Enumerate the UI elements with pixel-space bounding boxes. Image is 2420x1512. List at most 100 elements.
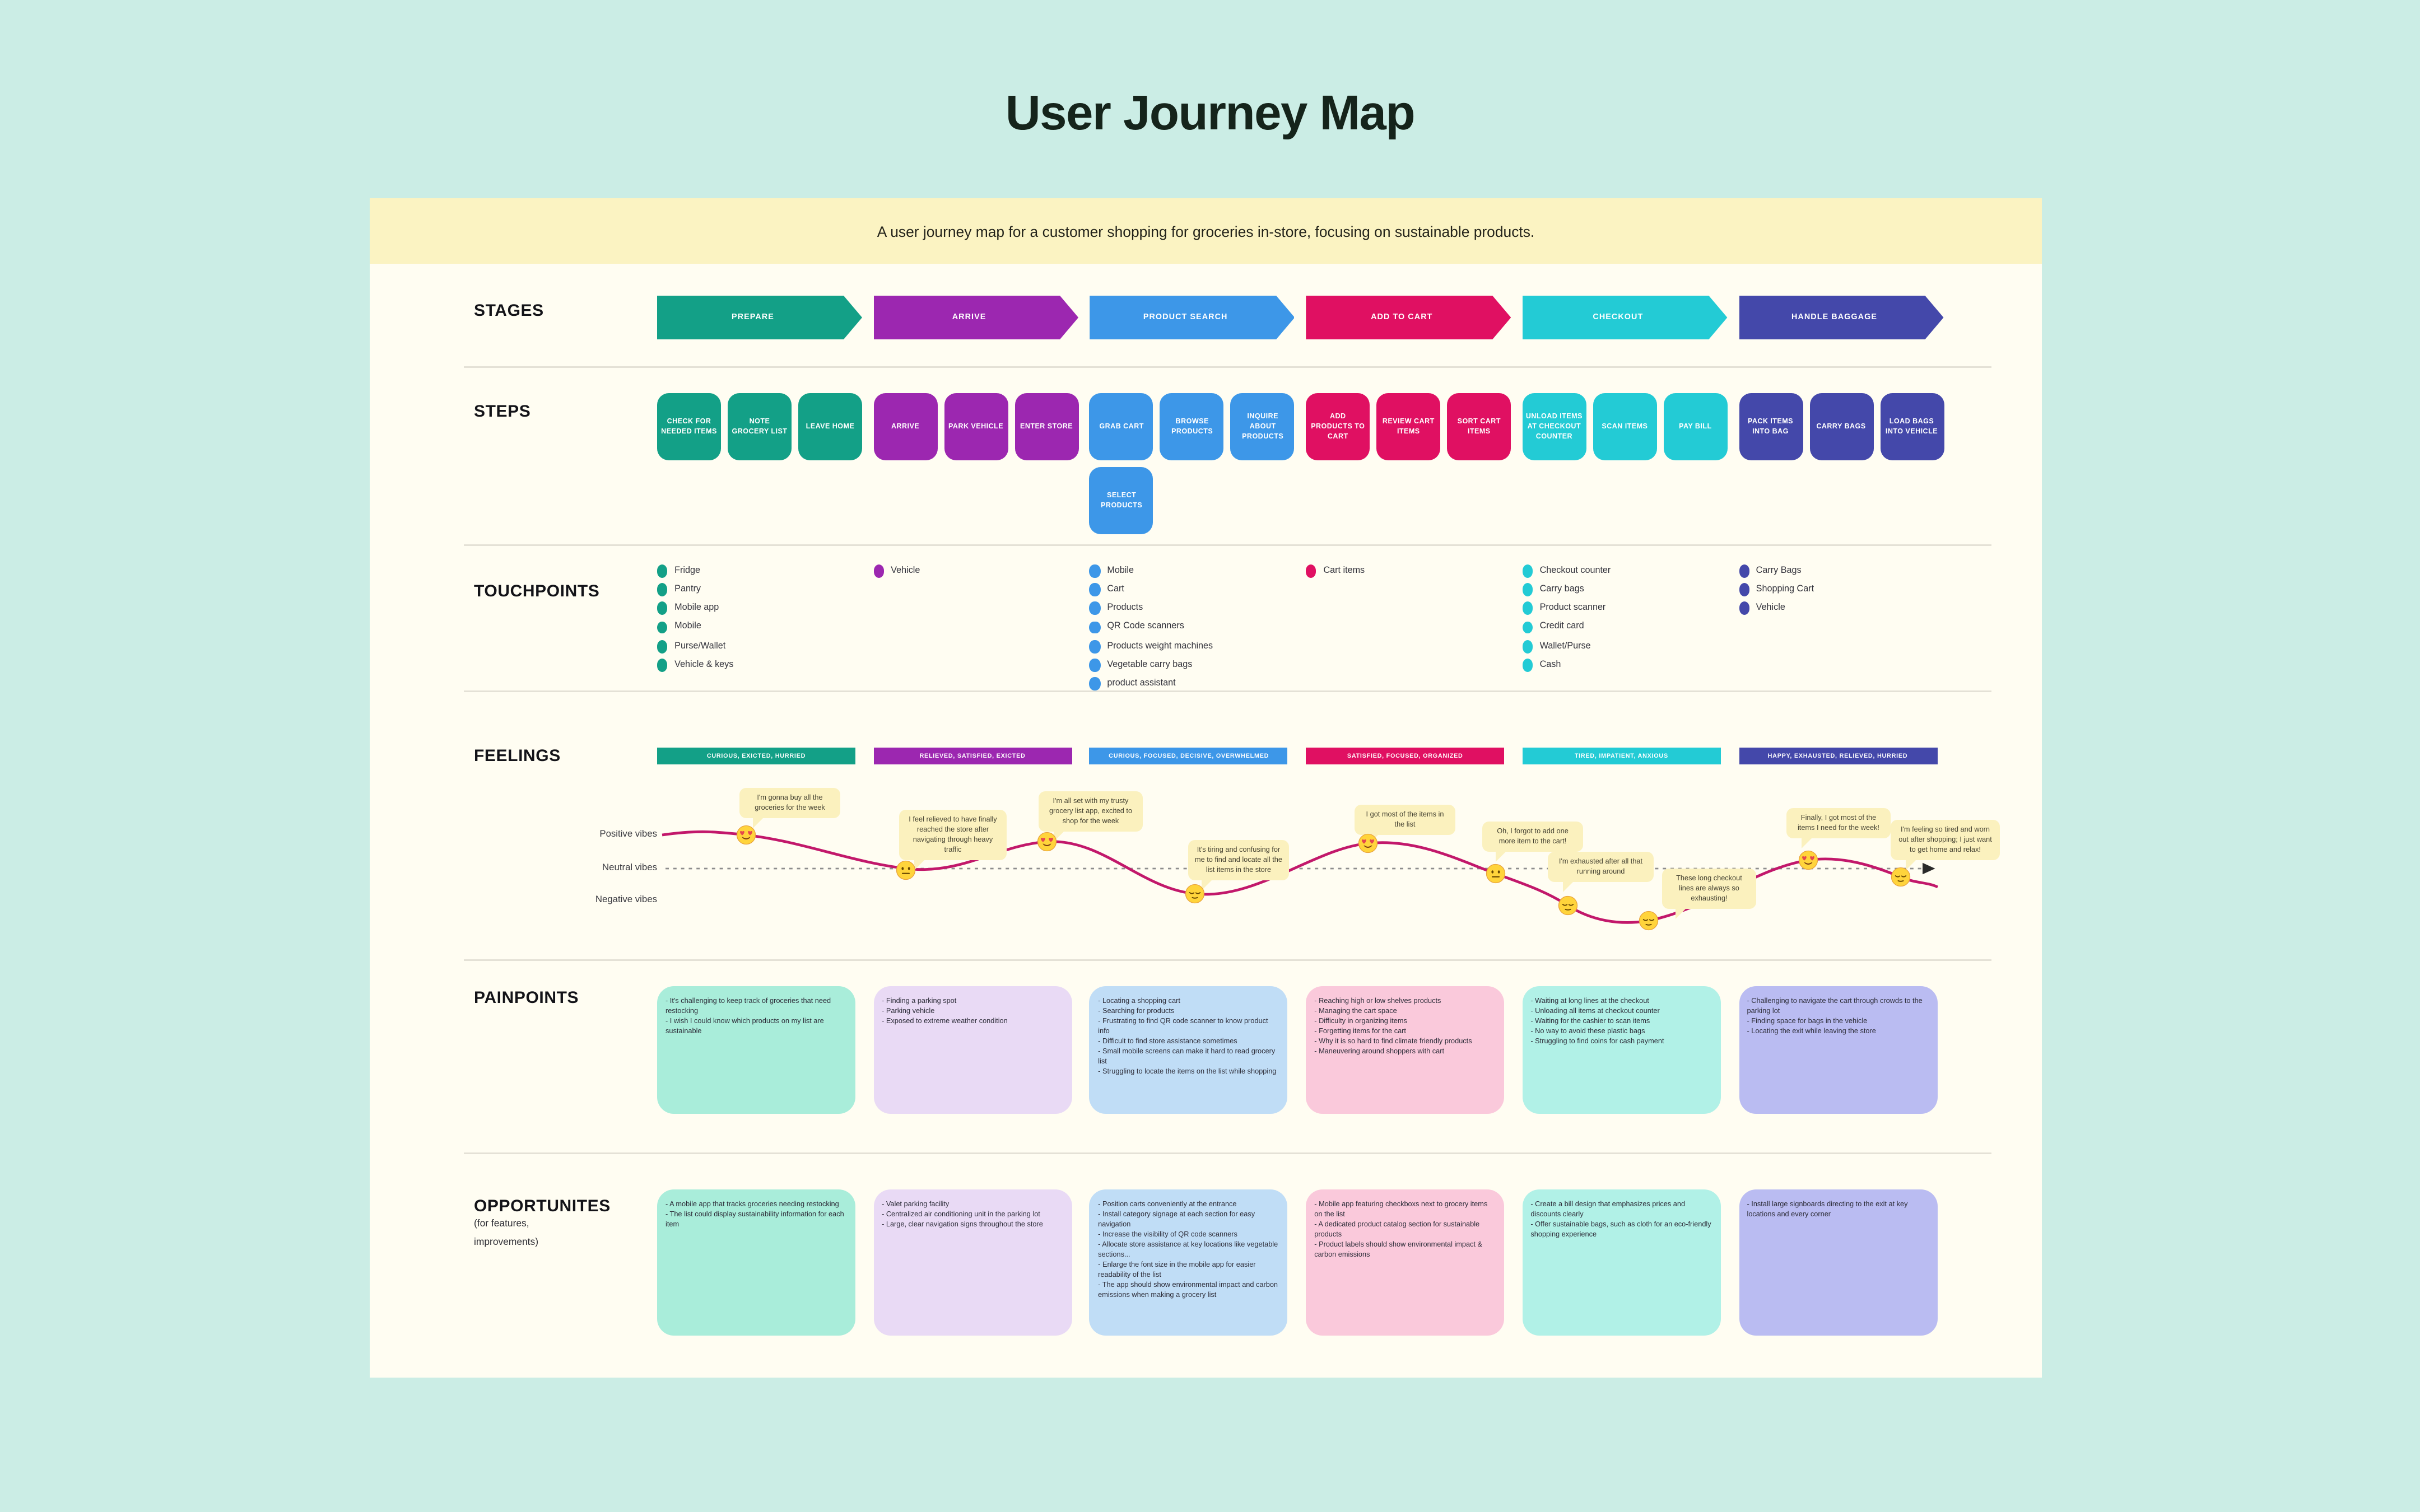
painpoint-item: - Parking vehicle [882,1006,935,1015]
touchpoint-dot-icon [657,583,668,596]
touchpoint-label: Products [1107,603,1143,614]
painpoint-item: - It's challenging to keep track of groc… [666,996,831,1015]
painpoint-box-handle-baggage: - Challenging to navigate the cart throu… [1738,986,1937,1114]
painpoint-item: - Finding space for bags in the vehicle [1747,1016,1868,1025]
step-card-scan-items: SCAN ITEMS [1593,393,1657,460]
opportunity-item: - Large, clear navigation signs througho… [882,1220,1043,1229]
touchpoint-item: Mobile [657,620,869,634]
opportunity-item: - A mobile app that tracks groceries nee… [666,1200,839,1208]
stage-arrow-arrive: ARRIVE [873,296,1078,339]
touchpoint-dot-icon [1522,640,1533,653]
row-label-touchpoints: TOUCHPOINTS [474,583,600,601]
painpoint-item: - Finding a parking spot [882,996,957,1005]
painpoint-item: - Challenging to navigate the cart throu… [1747,996,1923,1015]
touchpoint-item: Cart [1090,583,1301,596]
touchpoint-dot-icon [1090,602,1101,615]
opportunity-box-checkout: - Create a bill design that emphasizes p… [1522,1189,1721,1336]
heart-eyes-emoji-icon [736,825,756,845]
touchpoint-dot-icon [1522,602,1533,615]
touchpoint-dot-icon [1738,602,1749,615]
feeling-bar-add-to-cart: SATISFIED, FOCUSED, ORGANIZED [1306,748,1505,764]
step-card-inquire-about-products: INQUIRE ABOUT PRODUCTS [1231,393,1295,460]
touchpoint-label: Credit card [1539,622,1584,633]
feeling-note: I'm exhausted after all that running aro… [1548,852,1654,892]
touchpoint-label: Vehicle [1756,603,1785,614]
row-label-opportunities-sub1: (for features, [474,1220,529,1230]
step-card-load-bags-into-vehicle: LOAD BAGS INTO VEHICLE [1879,393,1944,460]
feeling-bar-handle-baggage: HAPPY, EXHAUSTED, RELIEVED, HURRIED [1738,748,1937,764]
touchpoint-dot-icon [657,658,668,672]
touchpoint-dot-icon [1522,564,1533,578]
touchpoint-label: Cart items [1323,566,1365,576]
painpoint-item: - Managing the cart space [1314,1006,1397,1015]
touchpoint-label: Vegetable carry bags [1107,660,1193,670]
neutral-emoji-icon [1486,864,1506,884]
heart-eyes-emoji-icon [1798,850,1818,870]
step-card-browse-products: BROWSE PRODUCTS [1160,393,1225,460]
touchpoint-dot-icon [657,564,668,578]
row-label-stages: STAGES [474,302,544,321]
feeling-note: I feel relieved to have finally reached … [899,810,1007,870]
touchpoint-dot-icon [1522,583,1533,596]
feeling-note: I'm gonna buy all the groceries for the … [739,788,840,828]
painpoint-item: - I wish I could know which products on … [666,1016,824,1035]
opportunity-item: - A dedicated product catalog section fo… [1314,1220,1480,1239]
touchpoint-item: Fridge [657,564,869,578]
touchpoint-label: Product scanner [1539,603,1606,614]
painpoint-item: - Unloading all items at checkout counte… [1530,1006,1660,1015]
step-card-sort-cart-items: SORT CART ITEMS [1447,393,1511,460]
pensive-emoji-icon [1558,895,1578,916]
opportunity-item: - Increase the visibility of QR code sca… [1098,1230,1237,1239]
vibe-label-positive: Positive vibes [599,830,657,840]
stage-arrow-prepare: PREPARE [657,296,862,339]
feeling-note: Oh, I forgot to add one more item to the… [1482,822,1583,862]
touchpoint-item: Product scanner [1522,602,1734,615]
touchpoint-dot-icon [1090,677,1101,690]
opportunity-item: - The app should show environmental impa… [1098,1280,1278,1299]
painpoint-item: - Struggling to find coins for cash paym… [1530,1037,1664,1046]
step-card-note-grocery-list: NOTE GROCERY LIST [728,393,792,460]
opportunity-item: - The list could display sustainability … [666,1210,844,1229]
painpoint-item: - Searching for products [1098,1006,1175,1015]
step-card-park-vehicle: PARK VEHICLE [944,393,1008,460]
touchpoint-label: QR Code scanners [1107,622,1184,633]
touchpoint-item: Products weight machines [1090,640,1301,653]
painpoint-item: - Waiting for the cashier to scan items [1530,1016,1650,1025]
painpoint-item: - Exposed to extreme weather condition [882,1016,1008,1025]
opportunity-item: - Create a bill design that emphasizes p… [1530,1200,1686,1219]
curve-arrowhead-icon [1923,862,1935,875]
row-label-painpoints: PAINPOINTS [474,990,579,1008]
opportunity-item: - Valet parking facility [882,1200,950,1208]
touchpoint-label: Cart [1107,585,1124,595]
step-card-carry-bags: CARRY BAGS [1809,393,1873,460]
touchpoint-label: Carry bags [1539,585,1584,595]
touchpoint-label: Vehicle [891,566,920,576]
feeling-note: These long checkout lines are always so … [1662,869,1756,918]
painpoint-box-product-search: - Locating a shopping cart- Searching fo… [1090,986,1288,1114]
row-divider [464,1152,1991,1154]
touchpoint-dot-icon [1090,564,1101,578]
touchpoint-label: Mobile [1107,566,1134,576]
touchpoint-label: Mobile [674,622,701,633]
touchpoint-dot-icon [1090,658,1101,672]
pensive-emoji-icon [1891,867,1911,887]
row-divider [464,544,1991,546]
stage-arrow-product-search: PRODUCT SEARCH [1090,296,1295,339]
painpoint-item: - Difficult to find store assistance som… [1098,1037,1237,1046]
touchpoint-item: Vehicle & keys [657,658,869,672]
step-card-grab-cart: GRAB CART [1090,393,1154,460]
opportunity-box-product-search: - Position carts conveniently at the ent… [1090,1189,1288,1336]
pensive-emoji-icon [1185,884,1205,904]
step-card-select-products: SELECT PRODUCTS [1090,467,1154,534]
touchpoint-dot-icon [1738,583,1749,596]
touchpoint-dot-icon [657,602,668,615]
stage-arrow-checkout: CHECKOUT [1522,296,1727,339]
feeling-bar-prepare: CURIOUS, EXICTED, HURRIED [657,748,855,764]
touchpoint-item: Credit card [1522,620,1734,634]
painpoint-box-arrive: - Finding a parking spot- Parking vehicl… [873,986,1072,1114]
opportunity-box-arrive: - Valet parking facility- Centralized ai… [873,1189,1072,1336]
vibe-label-negative: Negative vibes [595,895,657,906]
touchpoint-item: Wallet/Purse [1522,640,1734,653]
touchpoint-item: Vegetable carry bags [1090,658,1301,672]
